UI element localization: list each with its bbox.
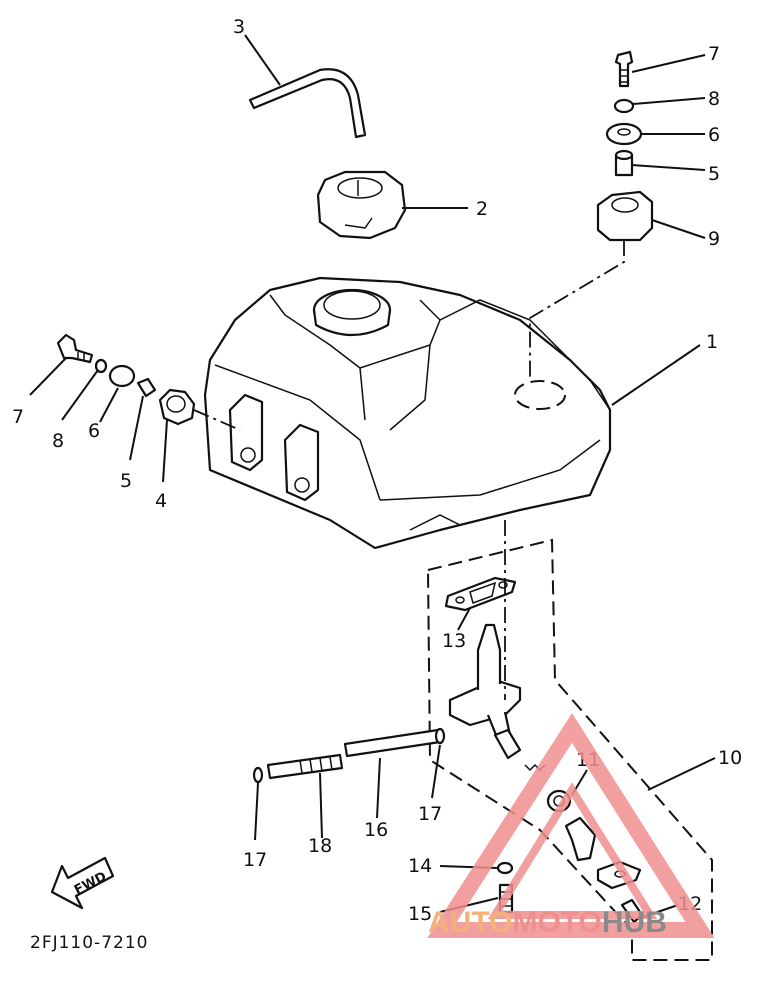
right-mount-hardware — [529, 50, 654, 380]
callout-1: 1 — [706, 331, 718, 353]
callout-8-left: 8 — [52, 430, 64, 452]
callout-10: 10 — [718, 747, 742, 769]
callout-6-right: 6 — [708, 124, 720, 146]
callout-3: 3 — [233, 16, 245, 38]
watermark-logo — [427, 713, 715, 938]
callout-9: 9 — [708, 228, 720, 250]
fwd-arrow: FWD — [50, 856, 115, 910]
callout-13: 13 — [442, 630, 466, 652]
callout-17-right: 17 — [418, 803, 442, 825]
watermark-triangle-icon — [427, 713, 715, 938]
watermark-text: AUTOMOTOHUB — [428, 906, 667, 939]
fuel-tank — [203, 276, 612, 550]
callout-5-left: 5 — [120, 470, 132, 492]
diagram-code: 2FJ110-7210 — [30, 933, 148, 953]
callout-14: 14 — [408, 855, 432, 877]
watermark-hub: HUB — [602, 906, 667, 939]
callout-5-right: 5 — [708, 163, 720, 185]
left-mount-hardware — [56, 333, 241, 431]
watermark-inner-triangle-icon — [487, 782, 658, 919]
fuel-hose-parts — [252, 727, 446, 784]
fuel-cap — [316, 170, 407, 240]
breather-hose — [248, 68, 367, 139]
callout-16: 16 — [364, 819, 388, 841]
callout-18: 18 — [308, 835, 332, 857]
callout-7-right: 7 — [708, 43, 720, 65]
callout-7-left: 7 — [12, 406, 24, 428]
callout-17-left: 17 — [243, 849, 267, 871]
callout-15: 15 — [408, 903, 432, 925]
callout-4: 4 — [155, 490, 167, 512]
callout-8-right: 8 — [708, 88, 720, 110]
watermark-moto: MOTO — [512, 906, 601, 939]
callout-6-left: 6 — [88, 420, 100, 442]
watermark-auto: AUTO — [428, 906, 512, 939]
callout-2: 2 — [476, 198, 488, 220]
